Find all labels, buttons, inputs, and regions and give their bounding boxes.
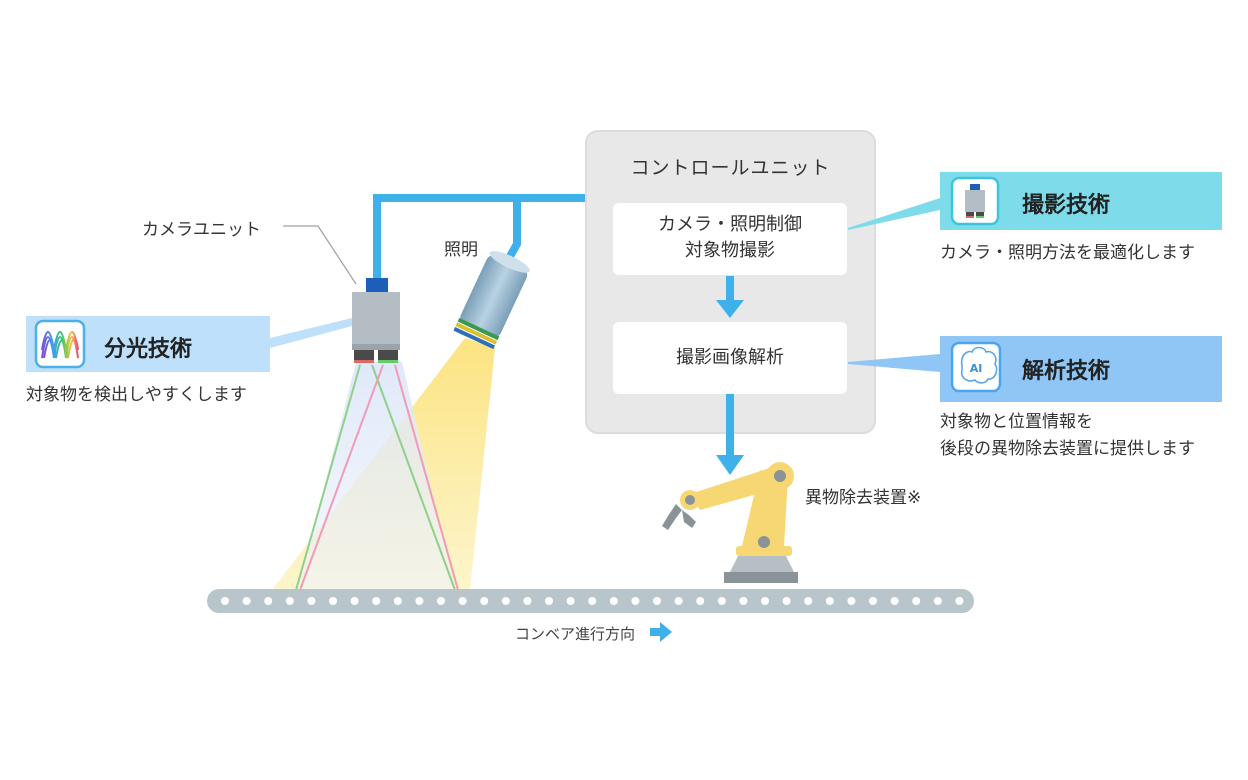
control-box-2-label: 撮影画像解析 (676, 347, 784, 368)
conveyor-dot (804, 597, 813, 605)
conveyor-dot (761, 597, 769, 605)
conveyor-direction-label: コンベア進行方向 (515, 625, 636, 643)
robot-arm-icon (662, 462, 798, 583)
analysis-desc-line-1: 対象物と位置情報を (940, 412, 1093, 432)
conveyor-dot (696, 597, 705, 605)
conveyor-dot (393, 597, 402, 605)
conveyor-dot (501, 597, 510, 605)
camera-unit-label: カメラユニット (142, 220, 261, 240)
ai-brain-icon (960, 346, 998, 384)
camera-unit-icon (352, 278, 400, 363)
camera-sight-lines (295, 364, 459, 591)
arrow-to-robot-icon (716, 394, 744, 475)
removal-device-label: 異物除去装置※ (805, 488, 922, 508)
control-unit-title: コントロールユニット (630, 157, 831, 179)
conveyor-dot (933, 597, 942, 605)
spectral-title: 分光技術 (104, 337, 193, 362)
conveyor-dot (242, 597, 251, 605)
camera-label-line (283, 225, 357, 285)
arrow-down-icon (716, 276, 744, 318)
conveyor-dot (458, 597, 467, 605)
control-box-1-line-2: 対象物撮影 (685, 240, 775, 261)
control-box-1-line-1: カメラ・照明制御 (658, 214, 802, 235)
camera-small-icon (965, 184, 985, 218)
callout-imaging (848, 198, 940, 230)
analysis-desc-line-2: 後段の異物除去装置に提供します (940, 439, 1195, 459)
conveyor-dot (372, 597, 381, 605)
conveyor-dot (890, 597, 899, 605)
conveyor-dot (480, 597, 489, 605)
conveyor-dot (437, 597, 445, 605)
spectrum-wave-icon (41, 331, 79, 359)
conveyor-dot (674, 597, 683, 605)
conveyor-dot (350, 597, 359, 605)
conveyor-dot (523, 597, 532, 605)
conveyor-dot (285, 597, 294, 605)
callout-analysis (848, 354, 940, 372)
conveyor-dot (264, 597, 273, 605)
conveyor-dot (415, 597, 424, 605)
conveyor-dot (653, 597, 661, 605)
conveyor-dot (955, 597, 964, 605)
conveyor-dot (739, 597, 748, 605)
conveyor-arrow-icon (650, 622, 672, 642)
conveyor-dot (221, 597, 229, 605)
control-box-1 (613, 203, 847, 275)
control-box-2 (613, 322, 847, 394)
conveyor-dot (588, 597, 597, 605)
conveyor-dot (717, 597, 726, 605)
spectral-desc: 対象物を検出しやすくします (26, 385, 247, 405)
analysis-title: 解析技術 (1022, 359, 1111, 384)
conveyor-dot (545, 597, 553, 605)
conveyor-dot (329, 597, 337, 605)
conveyor-dot (869, 597, 877, 605)
conveyor-dot (912, 597, 921, 605)
lamp-icon (453, 251, 530, 350)
ai-icon-text: AI (970, 362, 983, 375)
imaging-title: 撮影技術 (1022, 193, 1111, 218)
conveyor-dot (609, 597, 618, 605)
lighting-label: 照明 (444, 240, 478, 260)
callout-spectral (270, 318, 352, 348)
conveyor-dot (825, 597, 834, 605)
conveyor-dot (566, 597, 575, 605)
conveyor-dots (221, 597, 964, 605)
conveyor-dot (847, 597, 856, 605)
conveyor-dot (307, 597, 316, 605)
conveyor-dot (782, 597, 791, 605)
camera-view-area (298, 362, 455, 590)
conveyor-dot (631, 597, 640, 605)
imaging-desc: カメラ・照明方法を最適化します (940, 243, 1195, 263)
